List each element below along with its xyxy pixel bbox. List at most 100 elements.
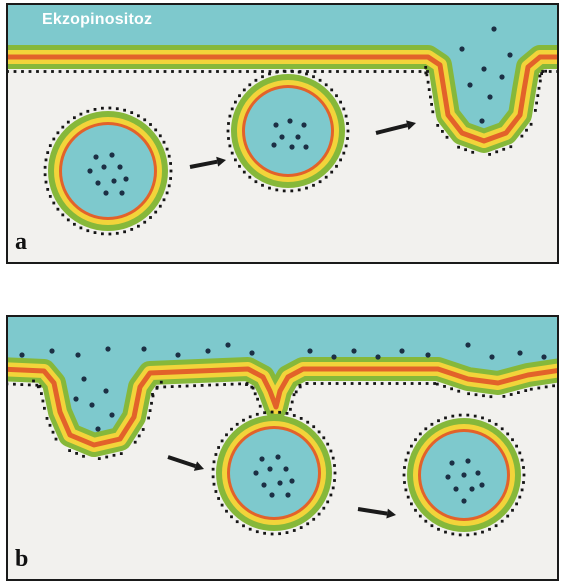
lipid-head bbox=[552, 384, 555, 387]
cargo-particle bbox=[103, 190, 108, 195]
extracellular-particle bbox=[375, 354, 380, 359]
lipid-head bbox=[328, 382, 331, 385]
lipid-head bbox=[459, 534, 462, 537]
lipid-head bbox=[254, 70, 257, 73]
cargo-particle bbox=[119, 190, 124, 195]
cargo-particle bbox=[479, 482, 484, 487]
extracellular-particle bbox=[81, 376, 86, 381]
panel-b-illustration bbox=[8, 317, 557, 579]
lipid-head bbox=[221, 504, 224, 507]
cargo-particle bbox=[285, 492, 290, 497]
lipid-head bbox=[149, 216, 152, 219]
lipid-head bbox=[429, 96, 432, 99]
cargo-particle bbox=[279, 134, 284, 139]
lipid-head bbox=[374, 70, 377, 73]
lipid-head bbox=[321, 382, 324, 385]
lipid-head bbox=[404, 70, 407, 73]
lipid-head bbox=[523, 474, 526, 477]
lipid-head bbox=[256, 398, 259, 401]
cargo-particle bbox=[111, 178, 116, 183]
lipid-head bbox=[123, 109, 126, 112]
lipid-head bbox=[156, 70, 159, 73]
vesicle-lumen bbox=[62, 125, 154, 217]
lipid-head bbox=[57, 208, 60, 211]
lipid-head bbox=[215, 453, 218, 456]
lipid-head bbox=[366, 382, 369, 385]
lipid-head bbox=[495, 423, 498, 426]
lipid-head bbox=[335, 94, 338, 97]
lipid-head bbox=[101, 232, 104, 235]
lipid-head bbox=[291, 401, 294, 404]
lipid-head bbox=[433, 382, 436, 385]
lipid-head bbox=[318, 513, 321, 516]
lipid-head bbox=[407, 496, 410, 499]
lipid-head bbox=[290, 190, 293, 193]
lipid-head bbox=[419, 515, 422, 518]
lipid-head bbox=[156, 386, 159, 389]
lipid-head bbox=[430, 103, 433, 106]
lipid-head bbox=[293, 393, 296, 396]
lipid-head bbox=[300, 417, 303, 420]
cargo-particle bbox=[269, 492, 274, 497]
lipid-head bbox=[466, 414, 469, 417]
lipid-head bbox=[428, 88, 431, 91]
lipid-head bbox=[44, 166, 47, 169]
lipid-head bbox=[80, 227, 83, 230]
lipid-head bbox=[330, 171, 333, 174]
lipid-head bbox=[332, 487, 335, 490]
lipid-head bbox=[227, 122, 230, 125]
lipid-head bbox=[556, 70, 557, 73]
extracellular-particle bbox=[517, 350, 522, 355]
lipid-head bbox=[464, 148, 467, 151]
lipid-head bbox=[223, 383, 226, 386]
lipid-head bbox=[539, 75, 542, 78]
cargo-particle bbox=[465, 458, 470, 463]
lipid-head bbox=[21, 70, 24, 73]
lipid-head bbox=[231, 70, 234, 73]
lipid-head bbox=[236, 423, 239, 426]
lipid-head bbox=[159, 134, 162, 137]
lipid-head bbox=[73, 116, 76, 119]
lipid-head bbox=[163, 386, 166, 389]
lipid-head bbox=[444, 531, 447, 534]
lipid-head bbox=[313, 382, 316, 385]
lipid-head bbox=[159, 205, 162, 208]
lipid-head bbox=[149, 123, 152, 126]
lipid-head bbox=[339, 101, 342, 104]
lipid-head bbox=[321, 70, 324, 73]
lipid-head bbox=[495, 150, 498, 153]
lipid-head bbox=[119, 70, 122, 73]
cargo-particle bbox=[101, 164, 106, 169]
lipid-head bbox=[32, 380, 35, 383]
lipid-head bbox=[305, 187, 308, 190]
lipid-head bbox=[334, 472, 337, 475]
lipid-head bbox=[113, 454, 116, 457]
lipid-head bbox=[457, 146, 460, 149]
lipid-head bbox=[224, 70, 227, 73]
lipid-head bbox=[46, 417, 49, 420]
lipid-head bbox=[318, 431, 321, 434]
lipid-head bbox=[339, 159, 342, 162]
lipid-head bbox=[179, 70, 182, 73]
lipid-head bbox=[424, 427, 427, 430]
extracellular-particle bbox=[399, 348, 404, 353]
lipid-head bbox=[405, 489, 408, 492]
lipid-head bbox=[89, 70, 92, 73]
lipid-head bbox=[515, 445, 518, 448]
lipid-head bbox=[74, 70, 77, 73]
lipid-head bbox=[105, 456, 108, 459]
lipid-head bbox=[275, 189, 278, 192]
lipid-head bbox=[150, 402, 153, 405]
lipid-head bbox=[322, 507, 325, 510]
lipid-head bbox=[521, 459, 524, 462]
lipid-head bbox=[545, 386, 548, 389]
lipid-head bbox=[521, 135, 524, 138]
lipid-head bbox=[28, 384, 31, 387]
lipid-head bbox=[256, 413, 259, 416]
lipid-head bbox=[481, 417, 484, 420]
lipid-head bbox=[193, 384, 196, 387]
extracellular-particle bbox=[89, 402, 94, 407]
lipid-head bbox=[186, 385, 189, 388]
lipid-head bbox=[414, 438, 417, 441]
lipid-head bbox=[405, 459, 408, 462]
